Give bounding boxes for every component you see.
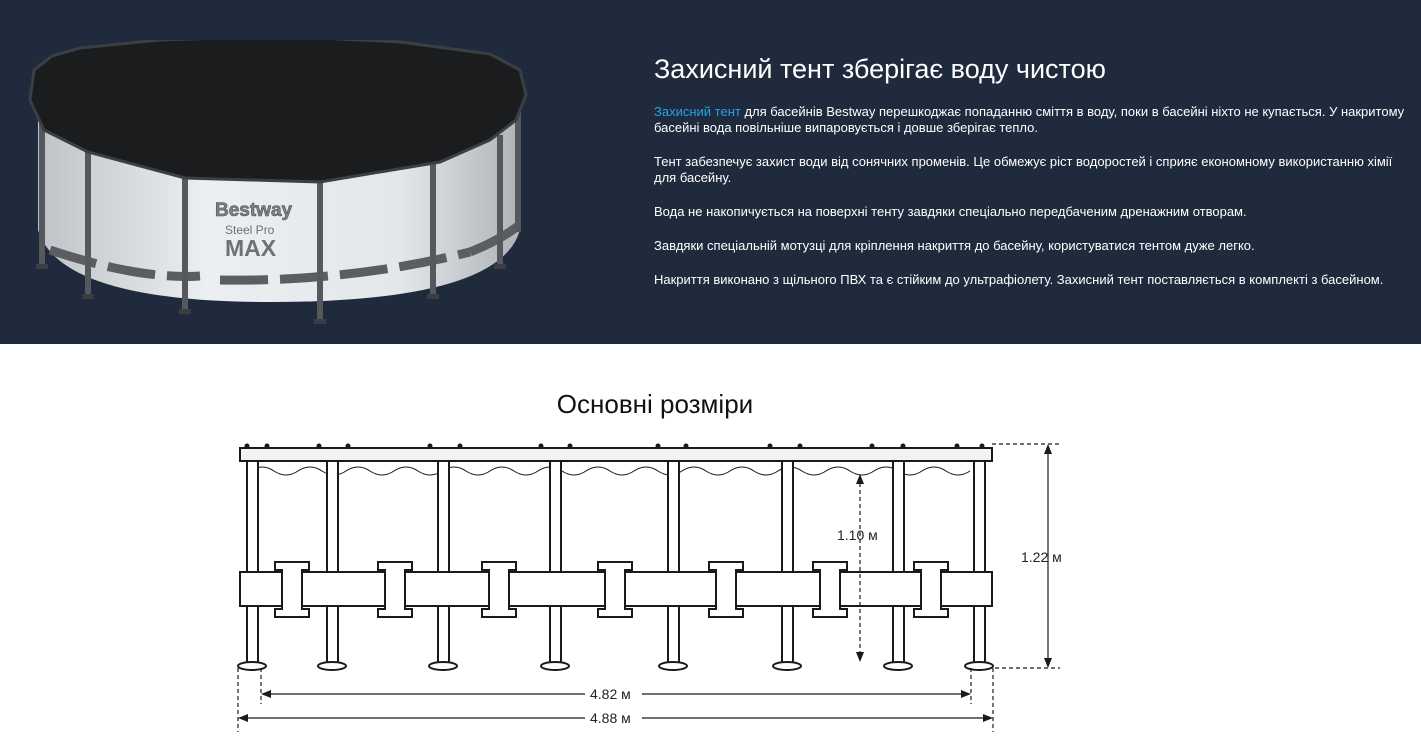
hero-paragraph-1: Захисний тент для басейнів Bestway переш… <box>654 104 1406 136</box>
pool-dimensions-diagram: 1.10 м 1.22 м 4.82 м 4.88 м <box>237 443 1062 732</box>
hero-paragraph-4: Завдяки спеціальній мотузці для кріпленн… <box>654 238 1255 253</box>
dimensions-title: Основні розміри <box>556 389 754 419</box>
total-height-label: 1.22 м <box>1021 549 1062 565</box>
brand-logo-line: Steel Pro <box>225 223 275 237</box>
hero-banner: Bestway Steel Pro MAX Захисний тент збер… <box>0 0 1421 344</box>
outer-diameter-label: 4.88 м <box>590 710 631 726</box>
inner-diameter-label: 4.82 м <box>590 686 631 702</box>
hero-text-block: Захисний тент зберігає воду чистою Захис… <box>654 52 1406 306</box>
hero-paragraph-5: Накриття виконано з щільного ПВХ та є ст… <box>654 272 1384 287</box>
brand-logo-model: MAX <box>225 235 277 261</box>
water-height-label: 1.10 м <box>837 527 878 543</box>
pool-cover-link[interactable]: Захисний тент <box>654 104 741 119</box>
hero-paragraph-1-text: для басейнів Bestway перешкоджає попадан… <box>654 104 1405 135</box>
hero-paragraph-2: Тент забезпечує захист води від сонячних… <box>654 154 1393 185</box>
pool-with-cover-image: Bestway Steel Pro MAX <box>28 40 528 324</box>
hero-title: Захисний тент зберігає воду чистою <box>654 54 1106 84</box>
hero-paragraph-3: Вода не накопичується на поверхні тенту … <box>654 204 1247 219</box>
brand-logo-name: Bestway <box>215 200 293 221</box>
